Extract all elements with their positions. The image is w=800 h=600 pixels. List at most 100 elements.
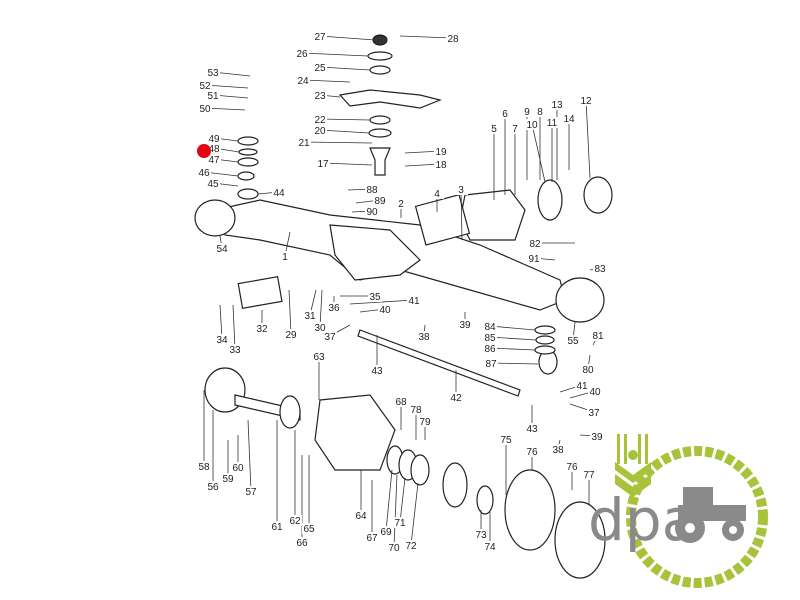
callout-75: 75 [500, 435, 512, 446]
label-background [483, 332, 497, 343]
callout-91: 91 [528, 254, 540, 265]
label-background [588, 386, 602, 397]
label-background [198, 80, 212, 91]
diagram-parts [194, 34, 613, 579]
washer-22 [369, 115, 391, 125]
shim-47 [237, 157, 259, 167]
callout-86: 86 [484, 344, 496, 355]
label-background [313, 322, 327, 333]
label-background [313, 31, 327, 42]
label-background [528, 238, 542, 249]
washer-49 [237, 136, 259, 146]
label-background [404, 540, 418, 551]
callout-40: 40 [379, 305, 391, 316]
tie-rod-42 [357, 329, 521, 397]
leader-line [301, 52, 369, 57]
label-background [525, 119, 539, 130]
callout-53: 53 [207, 68, 219, 79]
label-background [215, 243, 229, 254]
callout-33: 33 [229, 345, 241, 356]
leader-line [489, 336, 537, 341]
label-background [483, 541, 497, 552]
leader-line [322, 162, 373, 166]
label-background [591, 330, 605, 341]
callout-7: 7 [512, 124, 518, 135]
label-background [387, 542, 401, 553]
label-background [288, 515, 302, 526]
gear-61 [279, 395, 301, 429]
label-background [373, 195, 387, 206]
label-background [430, 188, 444, 199]
label-background [370, 365, 384, 376]
label-background [551, 444, 565, 455]
label-background [295, 537, 309, 548]
label-background [215, 334, 229, 345]
leader-line [319, 289, 323, 328]
tractor-icon [675, 487, 746, 543]
callout-61: 61 [271, 522, 283, 533]
callout-5: 5 [491, 124, 497, 135]
label-background [244, 486, 258, 497]
label-background [312, 351, 326, 362]
callout-56: 56 [207, 482, 219, 493]
label-background [434, 159, 448, 170]
washer-26 [367, 51, 393, 61]
callout-50: 50 [199, 104, 211, 115]
seal-46 [237, 171, 255, 181]
callout-68: 68 [395, 397, 407, 408]
label-background [418, 416, 432, 427]
callout-69: 69 [380, 527, 392, 538]
callout-42: 42 [450, 393, 462, 404]
label-background [313, 90, 327, 101]
callout-8: 8 [537, 107, 543, 118]
label-background [368, 291, 382, 302]
callout-43: 43 [371, 366, 383, 377]
callout-34: 34 [216, 335, 228, 346]
label-background [579, 95, 593, 106]
callout-17: 17 [317, 159, 329, 170]
leader-line [204, 84, 249, 89]
callout-6: 6 [502, 109, 508, 120]
label-background [221, 473, 235, 484]
label-background [323, 331, 337, 342]
callout-80: 80 [582, 365, 594, 376]
label-background [327, 302, 341, 313]
highlight-marker [197, 144, 211, 158]
ring-73 [476, 485, 494, 515]
label-background [483, 343, 497, 354]
label-background [434, 146, 448, 157]
callout-58: 58 [198, 462, 210, 473]
leader-line [393, 474, 398, 548]
callout-29: 29 [285, 330, 297, 341]
label-background [593, 263, 607, 274]
label-background [483, 321, 497, 332]
callout-78: 78 [410, 405, 422, 416]
leader-line [302, 79, 351, 83]
label-background [297, 137, 311, 148]
callout-37: 37 [324, 332, 336, 343]
label-background [255, 323, 269, 334]
label-background [198, 103, 212, 114]
callout-54: 54 [216, 244, 228, 255]
callout-40: 40 [589, 387, 601, 398]
label-background [458, 319, 472, 330]
label-background [278, 251, 292, 262]
wheat-icon [615, 434, 651, 497]
callout-38: 38 [418, 332, 430, 343]
label-background [417, 331, 431, 342]
leader-line [319, 118, 371, 121]
hub-housing-63 [314, 394, 396, 471]
washer-25 [369, 65, 391, 75]
callout-71: 71 [394, 518, 406, 529]
callout-72: 72 [405, 541, 417, 552]
label-background [575, 380, 589, 391]
label-background [313, 62, 327, 73]
label-background [365, 532, 379, 543]
callout-30: 30 [314, 323, 326, 334]
callout-82: 82 [529, 239, 541, 250]
leader-line [399, 35, 454, 39]
washer-20 [368, 128, 392, 138]
callout-85: 85 [484, 333, 496, 344]
callout-64: 64 [355, 511, 367, 522]
callout-3: 3 [458, 185, 464, 196]
